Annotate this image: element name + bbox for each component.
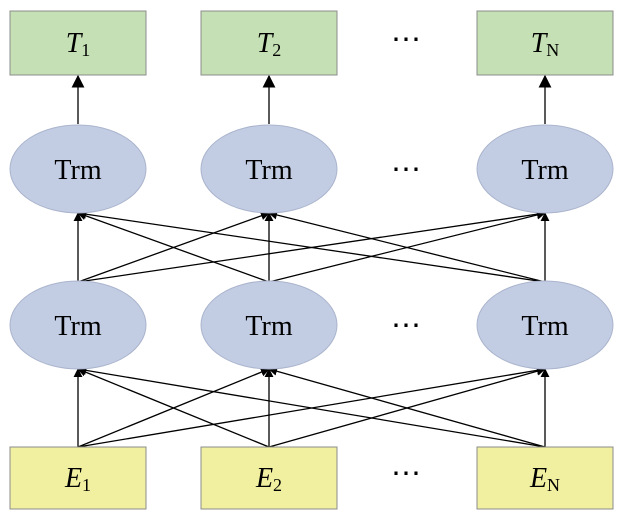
output-box-1: T1 [9,10,147,76]
output-ellipsis: ⋯ [391,23,421,56]
input-n-symbol: E [529,463,547,494]
edge-input-3-to-lower-2 [268,366,546,448]
upper-ellipsis: ⋯ [391,153,421,186]
output-1-symbol: T [66,28,84,59]
upper-trm-node-2: Trm [200,124,338,214]
input-ellipsis: ⋯ [391,457,421,490]
input-box-1: E1 [9,446,147,510]
output-2-symbol: T [257,28,275,59]
input-1-subscript: 1 [82,475,91,495]
svg-text:T2: T2 [257,28,282,60]
lower-trm-node-1: Trm [9,280,147,370]
input-n-subscript: N [547,475,560,495]
lower-ellipsis: ⋯ [391,309,421,342]
upper-trm-label-1: Trm [54,155,101,186]
input-2-symbol: E [255,463,273,494]
svg-text:EN: EN [529,463,560,495]
svg-text:E1: E1 [64,463,91,495]
output-row: T1 T2 ⋯ TN [9,10,614,76]
upper-trm-label-2: Trm [245,155,292,186]
lower-trm-node-n: Trm [476,280,614,370]
lower-trm-label-1: Trm [54,311,101,342]
edge-lower-2-to-upper-1 [77,211,270,283]
input-box-2: E2 [200,446,338,510]
output-n-subscript: N [546,40,559,60]
output-n-symbol: T [531,28,549,59]
svg-text:TN: TN [531,28,560,60]
upper-trm-label-n: Trm [521,155,568,186]
input-1-symbol: E [64,463,82,494]
edge-lower-3-to-upper-1 [77,209,546,283]
upper-trm-node-n: Trm [476,124,614,214]
lower-trm-layer: Trm Trm ⋯ Trm [9,280,614,370]
output-1-subscript: 1 [81,40,90,60]
upper-trm-node-1: Trm [9,124,147,214]
lower-trm-label-n: Trm [521,311,568,342]
svg-text:E2: E2 [255,463,282,495]
input-box-n: EN [476,446,614,510]
output-2-subscript: 2 [272,40,281,60]
edge-input-3-to-lower-1 [77,365,546,448]
connections [71,74,552,448]
upper-trm-layer: Trm Trm ⋯ Trm [9,124,614,214]
lower-trm-node-2: Trm [200,280,338,370]
output-box-2: T2 [200,10,338,76]
edge-input-2-to-lower-1 [77,367,270,448]
input-2-subscript: 2 [273,475,282,495]
svg-text:T1: T1 [66,28,91,60]
input-row: E1 E2 ⋯ EN [9,446,614,510]
output-box-n: TN [476,10,614,76]
edge-lower-3-to-upper-2 [268,210,546,283]
lower-trm-label-2: Trm [245,311,292,342]
